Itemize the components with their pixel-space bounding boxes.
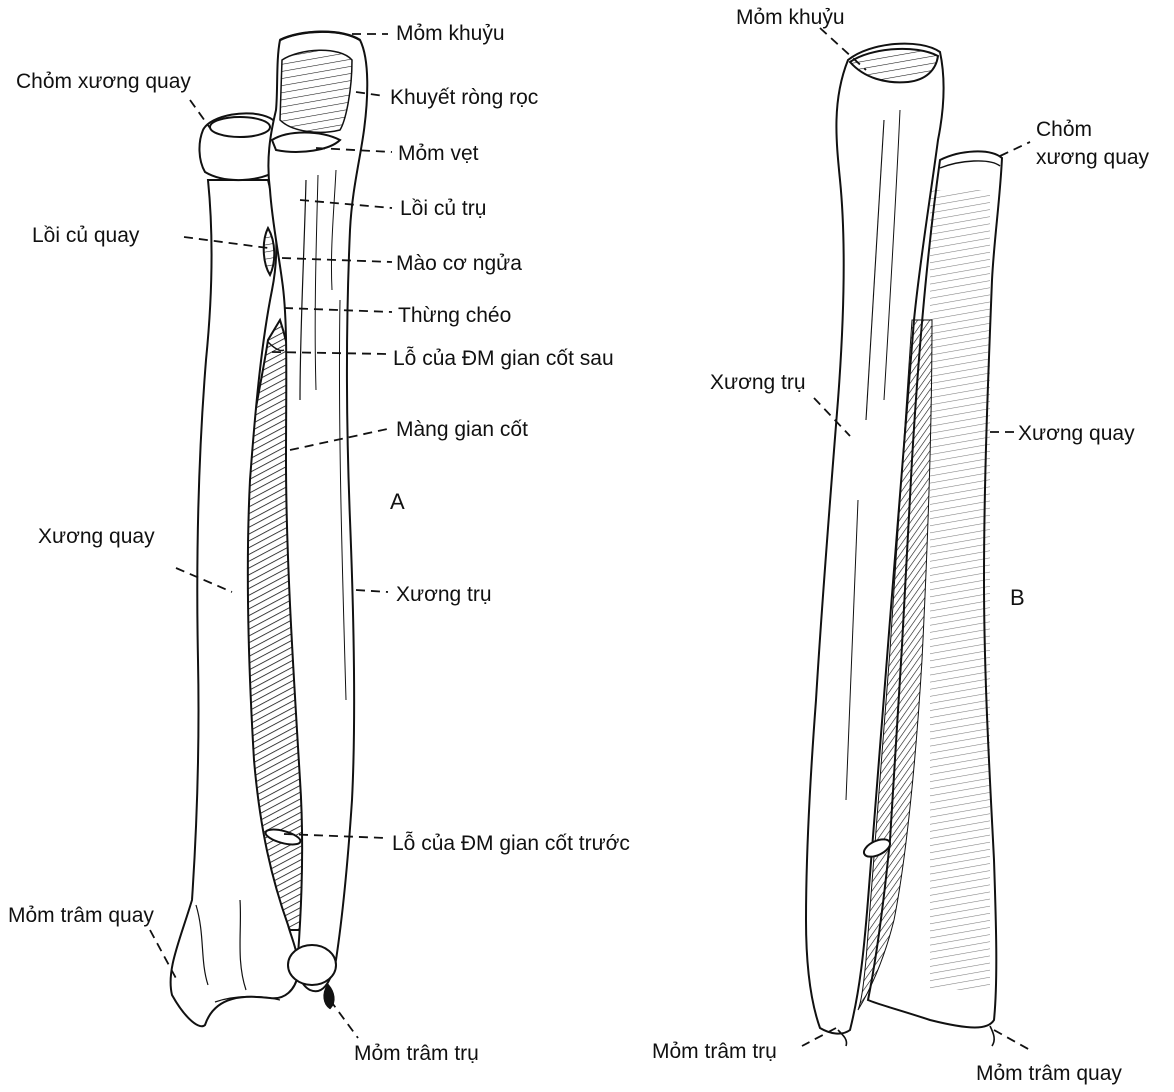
label-radial-styloid-a: Mỏm trâm quay (8, 904, 154, 928)
label-oblique-cord-a: Thừng chéo (398, 304, 511, 328)
label-ulnar-styloid-b: Mỏm trâm trụ (652, 1040, 777, 1064)
panel-letter-b: B (1010, 586, 1025, 610)
trochlear-notch-a (280, 50, 352, 132)
label-radial-head-b-2: xương quay (1036, 146, 1149, 170)
label-radial-head-a: Chỏm xương quay (16, 70, 191, 94)
label-trochlear-notch-a: Khuyết ròng rọc (390, 86, 538, 110)
label-ulnar-styloid-a: Mỏm trâm trụ (354, 1042, 479, 1066)
label-supinator-crest-a: Mào cơ ngửa (396, 252, 522, 276)
label-radial-head-b-1: Chỏm (1036, 118, 1092, 142)
panel-letter-a: A (390, 490, 405, 514)
label-radial-tuberosity-a: Lồi củ quay (32, 224, 139, 248)
label-radius-b: Xương quay (1018, 422, 1135, 446)
label-interosseous-membrane-a: Màng gian cốt (396, 418, 528, 442)
label-ant-foramen-a: Lỗ của ĐM gian cốt trước (392, 832, 630, 856)
label-ulnar-tuberosity-a: Lồi củ trụ (400, 197, 486, 221)
label-ulna-b: Xương trụ (710, 371, 806, 395)
ulnar-head-a (288, 945, 336, 985)
label-post-foramen-a: Lỗ của ĐM gian cốt sau (393, 347, 614, 371)
label-olecranon-a: Mỏm khuỷu (396, 22, 505, 46)
label-radial-styloid-b: Mỏm trâm quay (976, 1062, 1122, 1086)
label-olecranon-b: Mỏm khuỷu (736, 6, 845, 30)
figure-a-drawing (171, 32, 368, 1027)
figure-b-drawing (806, 44, 1002, 1046)
label-ulna-a: Xương trụ (396, 583, 492, 607)
label-coronoid-a: Mỏm vẹt (398, 142, 479, 166)
label-radius-a: Xương quay (38, 525, 155, 549)
